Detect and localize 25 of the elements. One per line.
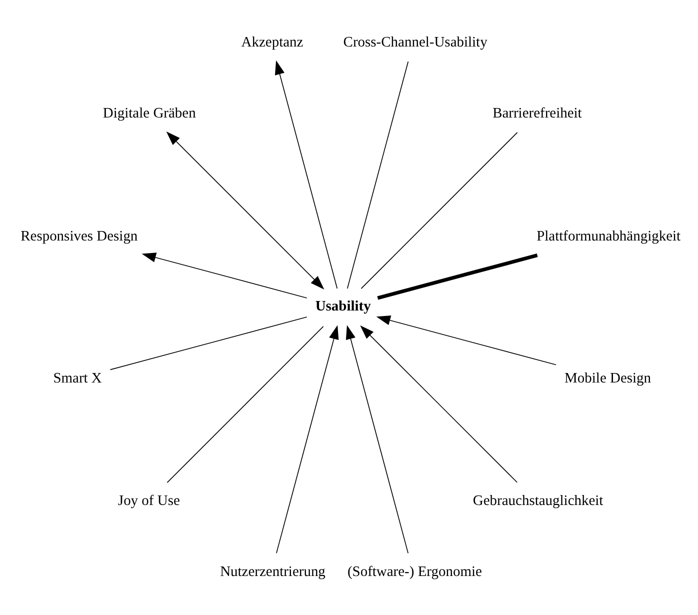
arrow (346, 325, 409, 554)
node-text: Nutzerzentrierung (220, 564, 326, 580)
node-text: (Software-) Ergonomie (347, 564, 482, 580)
node-text: Gebrauchstauglichkeit (472, 493, 604, 510)
arrow (360, 325, 518, 483)
node-text: Barrierefreiheit (492, 106, 582, 122)
arrow (274, 60, 338, 289)
node-text: Plattformunabhängigkeit (536, 228, 681, 244)
arrow (142, 252, 308, 298)
node-text: Joy of Use (118, 493, 180, 510)
connector (110, 316, 308, 370)
node-text: Usability (315, 298, 371, 314)
connector (166, 326, 324, 483)
connector (377, 254, 538, 300)
node-text: Responsives Design (20, 228, 138, 244)
connector (360, 132, 518, 289)
arrow (276, 325, 339, 554)
arrow (376, 316, 556, 366)
connector (346, 61, 409, 289)
arrow (166, 132, 324, 290)
node-text: Mobile Design (564, 370, 652, 386)
node-text: Digitale Gräben (102, 106, 196, 122)
node-text: Smart X (53, 370, 102, 386)
node-text: Akzeptanz (241, 34, 304, 51)
node-text: Cross-Channel-Usability (343, 34, 488, 51)
